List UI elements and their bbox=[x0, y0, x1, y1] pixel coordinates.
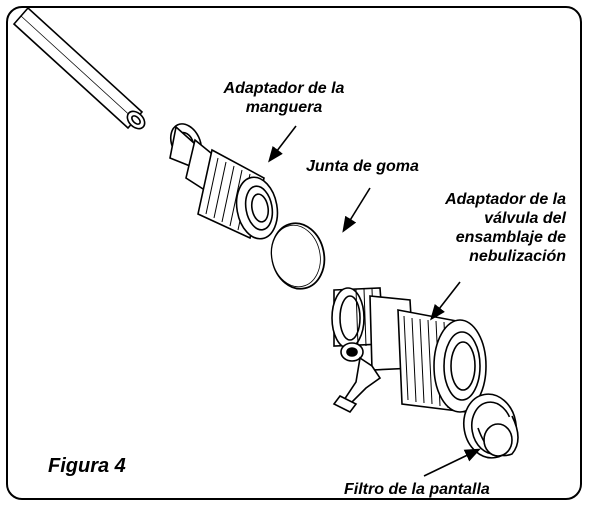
hose-adapter-part bbox=[169, 123, 279, 240]
valve-adapter-part bbox=[331, 287, 487, 414]
label-valve-adapter-line4: nebulización bbox=[469, 247, 566, 265]
figure-frame bbox=[6, 6, 582, 500]
label-hose-adapter-line1: Adaptador de la bbox=[223, 80, 345, 97]
leader-arrows bbox=[268, 125, 481, 477]
arrow-hose-adapter bbox=[268, 125, 297, 163]
arrow-valve-adapter bbox=[430, 281, 461, 321]
screen-filter-part bbox=[462, 393, 519, 459]
label-valve-adapter-line1: Adaptador de la bbox=[445, 191, 566, 208]
rubber-gasket-part bbox=[270, 222, 326, 290]
label-screen-filter: Filtro de la pantalla bbox=[344, 481, 490, 500]
figure-caption-text: Figura 4 bbox=[48, 455, 126, 477]
label-valve-adapter-line2: válvula del bbox=[484, 209, 566, 227]
label-hose-adapter-line2: manguera bbox=[245, 98, 323, 116]
arrow-rubber-gasket bbox=[342, 187, 371, 233]
label-rubber-gasket-text: Junta de goma bbox=[306, 158, 419, 175]
arrow-screen-filter bbox=[423, 448, 481, 477]
label-rubber-gasket: Junta de goma bbox=[306, 158, 419, 177]
label-valve-adapter: Adaptador de la válvula del ensamblaje d… bbox=[408, 191, 566, 267]
hose-tube bbox=[12, 6, 146, 130]
label-screen-filter-text: Filtro de la pantalla bbox=[344, 481, 490, 498]
label-hose-adapter: Adaptador de la manguera bbox=[196, 80, 372, 118]
figure-caption: Figura 4 bbox=[48, 455, 126, 479]
label-valve-adapter-line3: ensamblaje de bbox=[455, 228, 566, 246]
